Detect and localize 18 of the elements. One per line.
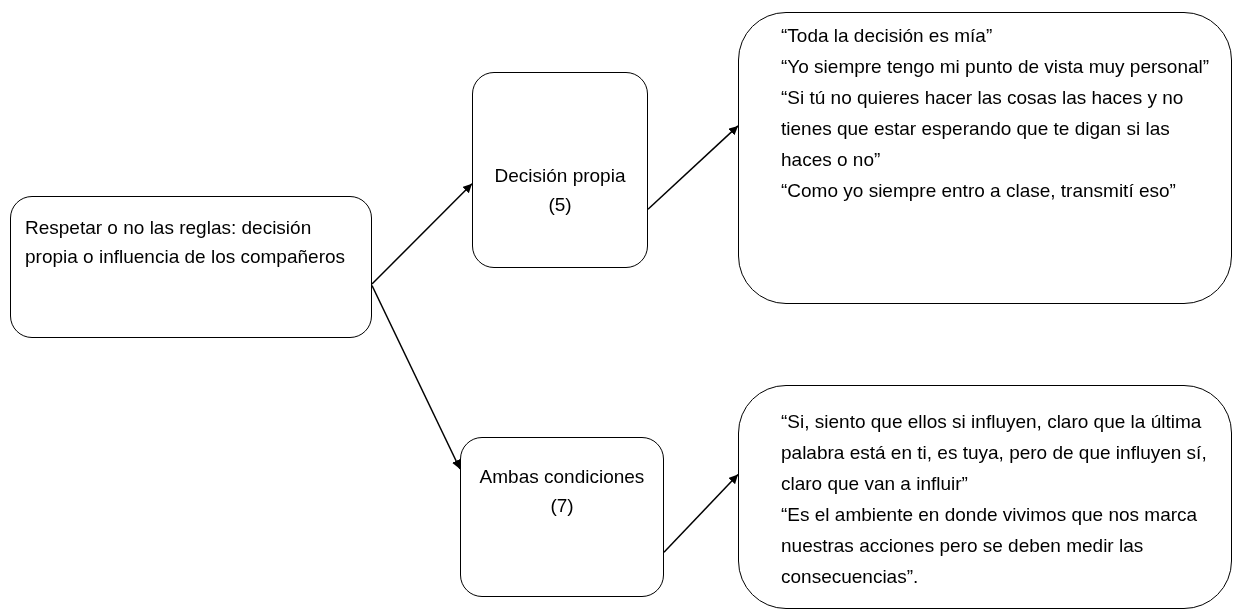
quote-text: “Como yo siempre entro a clase, transmití eso” — [781, 179, 1177, 203]
category-box — [460, 437, 664, 597]
quote-text: “Si tú no quieres hacer las cosas las haces y no tienes que estar esperando que te digan si las haces o no” — [781, 86, 1185, 172]
node-text: Decisión propia (5) — [493, 164, 627, 217]
arrow — [647, 125, 739, 210]
node-text: Ambas condiciones (7) — [478, 465, 646, 518]
quote-box — [738, 12, 1232, 304]
quote-text: “Si, siento que ellos si influyen, claro que la última palabra está en ti, es tuya, pero de que influyen sí, claro que van a influir” — [781, 410, 1208, 496]
node-text: Respetar o no las reglas: decisión propia o influencia de los compañeros — [25, 216, 347, 269]
arrow — [371, 182, 473, 285]
arrow — [371, 284, 461, 470]
quote-text: “Es el ambiente en donde vivimos que nos marca nuestras acciones pero se deben medir las consecuencias”. — [781, 503, 1199, 589]
quote-text: “Toda la decisión es mía” — [781, 24, 994, 48]
category-box — [472, 72, 648, 268]
process-box — [10, 196, 372, 338]
quote-box — [738, 385, 1232, 609]
quote-text: “Yo siempre tengo mi punto de vista muy personal” — [781, 55, 1211, 79]
arrow — [663, 473, 739, 553]
